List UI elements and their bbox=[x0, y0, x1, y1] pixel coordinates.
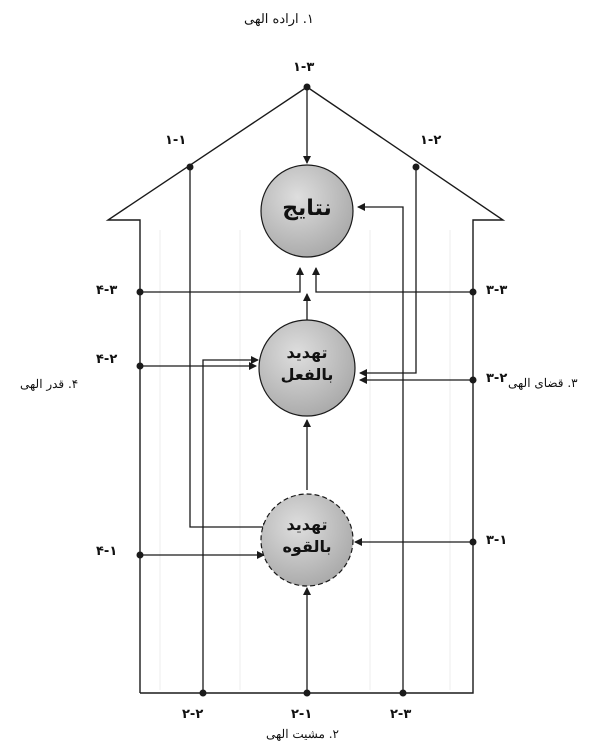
dot-11 bbox=[186, 163, 194, 171]
dot-23 bbox=[399, 689, 407, 697]
dot-31 bbox=[469, 538, 477, 546]
house-frame bbox=[105, 86, 506, 694]
point-label-21: ۲-۱ bbox=[291, 707, 313, 722]
edge-23-to-results bbox=[357, 203, 404, 693]
node-actual-threat bbox=[258, 319, 356, 417]
point-label-12: ۱-۲ bbox=[420, 133, 442, 148]
label-divine-measure: ۴. قدر الهی bbox=[20, 377, 79, 391]
dot-12 bbox=[412, 163, 420, 171]
label-divine-decree: ۳. قضای الهی bbox=[508, 376, 578, 390]
dot-43 bbox=[136, 288, 144, 296]
dot-32 bbox=[469, 376, 477, 384]
junction-dots bbox=[136, 83, 477, 697]
dot-42 bbox=[136, 362, 144, 370]
point-label-23: ۲-۳ bbox=[390, 707, 412, 722]
point-label-22: ۲-۲ bbox=[182, 707, 204, 722]
dot-13 bbox=[303, 83, 311, 91]
flow-lines bbox=[140, 88, 473, 693]
dot-33 bbox=[469, 288, 477, 296]
label-divine-will: ۱. اراده الهی bbox=[244, 12, 314, 27]
node-actual-threat-label: تهدید بالفعل bbox=[280, 343, 334, 384]
node-potential-threat bbox=[260, 493, 354, 587]
point-label-31: ۳-۱ bbox=[486, 533, 508, 548]
point-label-43: ۴-۳ bbox=[96, 283, 118, 298]
node-potential-threat-label: تهدید بالقوه bbox=[282, 515, 332, 556]
point-label-13: ۱-۳ bbox=[293, 60, 315, 75]
edge-22-to-actual bbox=[202, 356, 259, 693]
point-label-11: ۱-۱ bbox=[165, 133, 187, 148]
edge-11-to-potential bbox=[189, 167, 271, 531]
label-divine-volition: ۲. مشیت الهی bbox=[266, 727, 339, 741]
dot-41 bbox=[136, 551, 144, 559]
edge-12-to-actual bbox=[359, 167, 417, 377]
point-label-33: ۳-۳ bbox=[486, 283, 508, 298]
dot-21 bbox=[303, 689, 311, 697]
point-label-32: ۳-۲ bbox=[486, 371, 508, 386]
edge-33-to-results bbox=[312, 267, 473, 293]
background-guides bbox=[159, 230, 451, 690]
node-results-label: نتایج bbox=[282, 196, 332, 221]
point-label-42: ۴-۲ bbox=[96, 352, 118, 367]
edge-43-to-results bbox=[140, 267, 304, 293]
node-results bbox=[260, 164, 354, 258]
point-label-41: ۴-۱ bbox=[96, 544, 118, 559]
dot-22 bbox=[199, 689, 207, 697]
